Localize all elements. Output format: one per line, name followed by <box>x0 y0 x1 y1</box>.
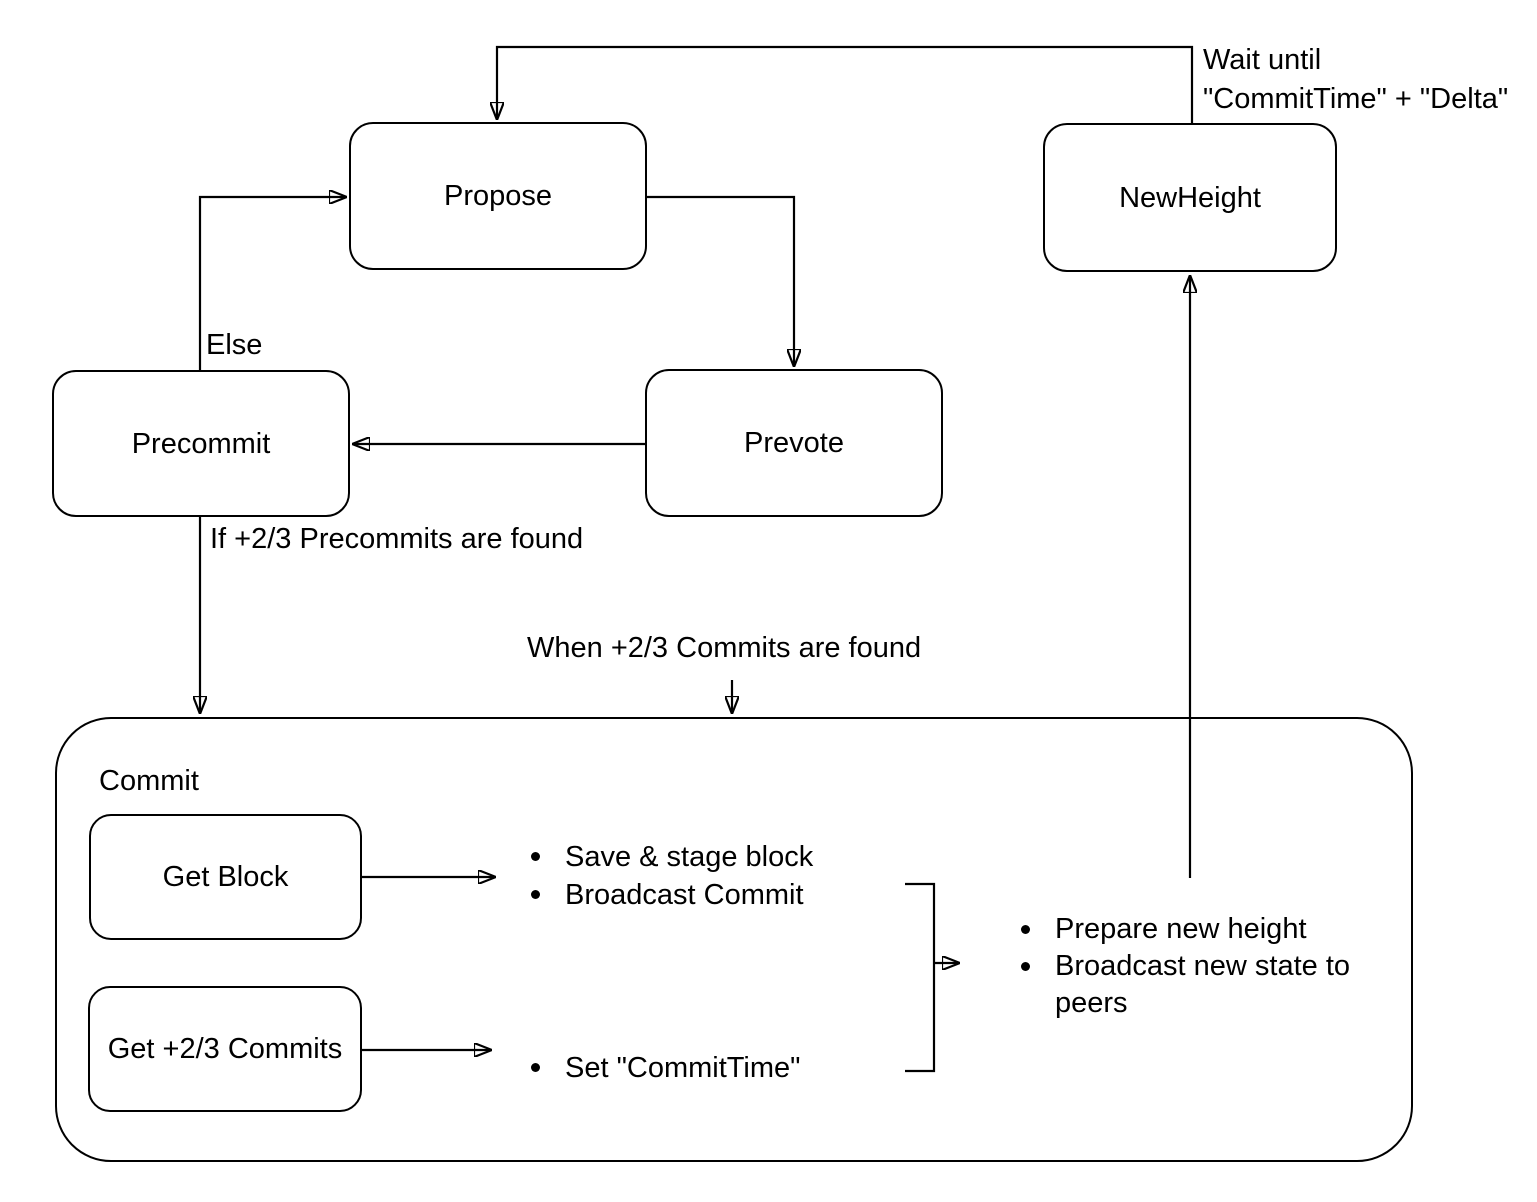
node-get-commits[interactable]: Get +2/3 Commits <box>88 986 362 1112</box>
node-newheight[interactable]: NewHeight <box>1043 123 1337 272</box>
node-precommit[interactable]: Precommit <box>52 370 350 517</box>
node-get-block[interactable]: Get Block <box>89 814 362 940</box>
list-item: Save & stage block <box>529 838 859 876</box>
label-when-commits: When +2/3 Commits are found <box>527 632 922 664</box>
node-commit-group[interactable]: Commit <box>55 717 1413 1162</box>
edge-propose-to-prevote <box>647 195 794 366</box>
list-item: Set "CommitTime" <box>529 1049 859 1087</box>
node-propose[interactable]: Propose <box>349 122 647 270</box>
label-else: Else <box>206 329 263 361</box>
label-if-precommits: If +2/3 Precommits are found <box>210 523 584 555</box>
label-wait-until-line1: Wait until <box>1203 44 1322 76</box>
commit-group-label: Commit <box>99 765 199 797</box>
label-wait-until-line2: "CommitTime" + "Delta" <box>1203 83 1509 115</box>
bullet-list-after-get-block: Save & stage block Broadcast Commit <box>529 838 859 914</box>
join-bracket <box>905 882 936 1073</box>
list-item: Prepare new height <box>1019 911 1369 948</box>
edge-newheight-to-propose <box>497 45 1194 123</box>
label-wait-until: Wait until "CommitTime" + "Delta" <box>1203 41 1508 119</box>
list-item: Broadcast Commit <box>529 876 859 914</box>
edge-precommit-to-propose-else <box>198 197 346 370</box>
bullet-list-after-join: Prepare new height Broadcast new state t… <box>1019 911 1369 1022</box>
node-prevote[interactable]: Prevote <box>645 369 943 517</box>
bullet-list-after-get-commits: Set "CommitTime" <box>529 1049 859 1087</box>
list-item: Broadcast new state to peers <box>1019 948 1369 1022</box>
